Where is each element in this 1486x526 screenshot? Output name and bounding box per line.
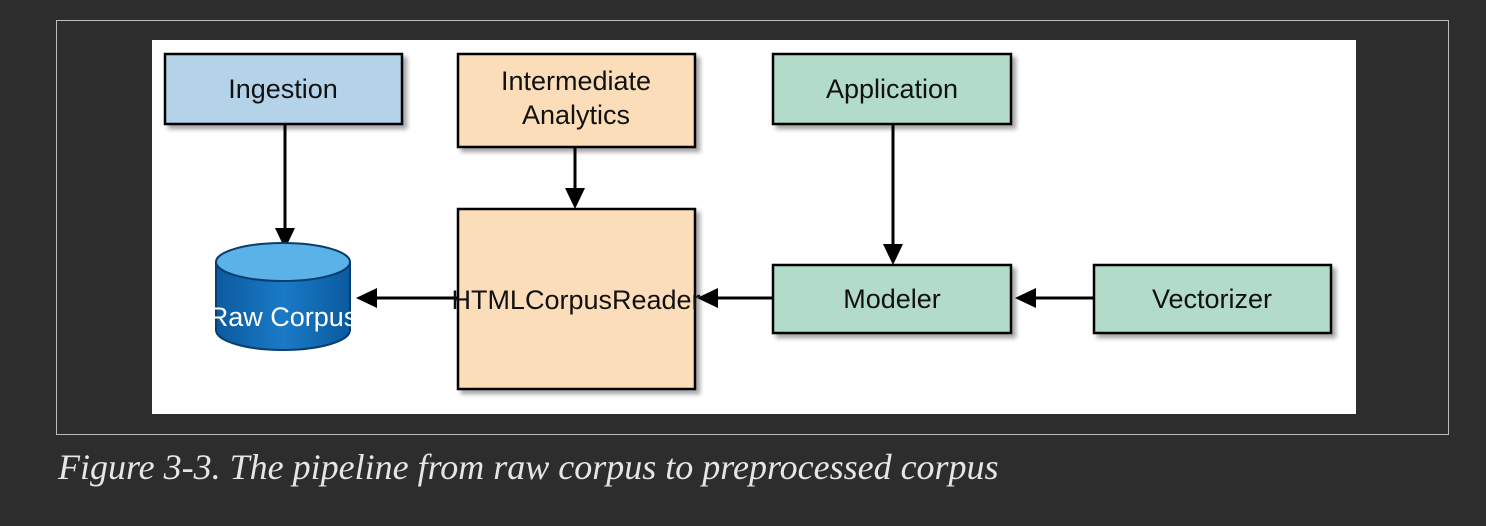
node-intermediate-analytics: Intermediate Analytics xyxy=(456,52,697,149)
node-vectorizer: Vectorizer xyxy=(1092,263,1333,335)
edge-ingestion-to-raw-corpus xyxy=(275,124,295,249)
diagram-canvas: Ingestion Intermediate Analytics Applica… xyxy=(152,40,1356,414)
node-raw-corpus-label: Raw Corpus xyxy=(209,302,358,332)
node-ingestion: Ingestion xyxy=(163,52,404,126)
figure-frame xyxy=(56,20,1449,435)
edge-analytics-to-reader xyxy=(565,147,585,209)
node-analytics-label-line1: Intermediate xyxy=(501,66,651,96)
node-ingestion-label: Ingestion xyxy=(228,74,338,104)
node-analytics-label-line2: Analytics xyxy=(522,100,630,130)
edge-reader-to-raw-corpus xyxy=(356,288,458,308)
node-application-label: Application xyxy=(826,74,958,104)
edge-vectorizer-to-modeler xyxy=(1015,288,1094,308)
pipeline-diagram: Ingestion Intermediate Analytics Applica… xyxy=(163,52,1333,391)
node-application: Application xyxy=(771,52,1013,126)
edge-application-to-modeler xyxy=(883,124,903,265)
node-modeler-label: Modeler xyxy=(843,284,941,314)
node-raw-corpus: Raw Corpus xyxy=(209,242,358,351)
edge-modeler-to-reader xyxy=(697,288,773,308)
node-html-corpus-reader: HTMLCorpusReader xyxy=(451,207,701,391)
node-modeler: Modeler xyxy=(771,263,1013,335)
node-vectorizer-label: Vectorizer xyxy=(1152,284,1272,314)
figure-caption: Figure 3-3. The pipeline from raw corpus… xyxy=(58,447,999,487)
node-reader-label: HTMLCorpusReader xyxy=(451,285,700,315)
